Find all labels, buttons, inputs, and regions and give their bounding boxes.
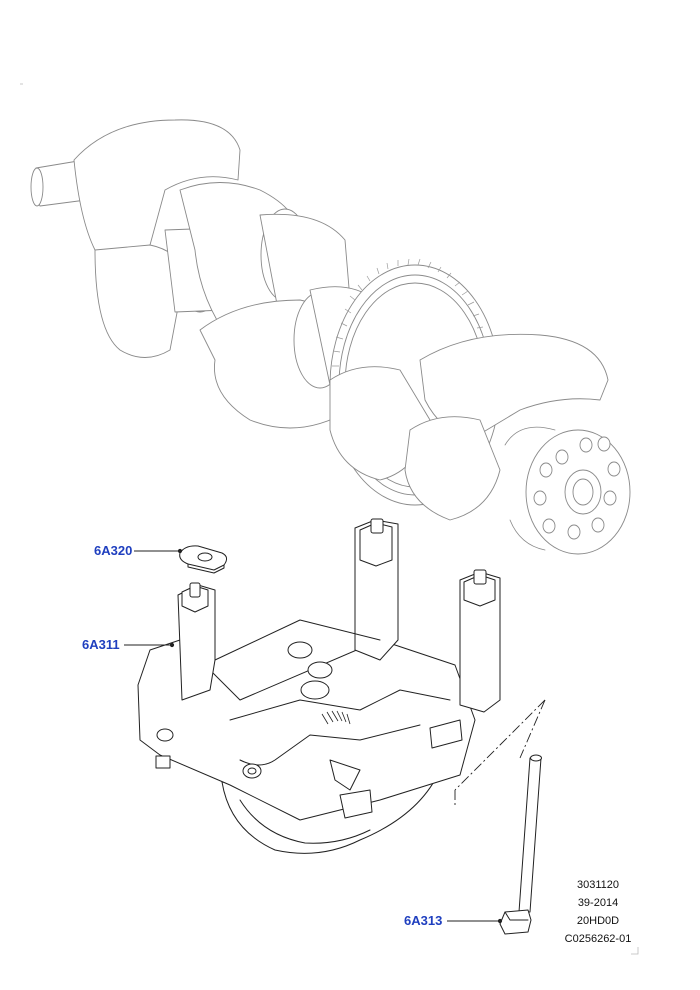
- balancer-gear: [321, 710, 351, 725]
- bolt-part[interactable]: [499, 754, 542, 935]
- callout-6a311[interactable]: 6A311: [82, 637, 120, 652]
- reference-line-4: C0256262-01: [564, 933, 632, 945]
- oil-pump-assembly[interactable]: [137, 518, 501, 854]
- gasket-part[interactable]: [179, 545, 228, 574]
- leader-lines: [124, 548, 503, 924]
- reference-line-3: 20HD0D: [576, 915, 620, 927]
- alignment-lines: [454, 699, 546, 805]
- callout-6a320[interactable]: 6A320: [94, 543, 133, 558]
- callout-6a313[interactable]: 6A313: [404, 913, 443, 928]
- reference-line-2: 39-2014: [577, 897, 619, 909]
- crankshaft-illustration: [30, 119, 631, 555]
- reference-line-1: 3031120: [576, 879, 619, 891]
- flange-bolt-holes: [533, 436, 621, 540]
